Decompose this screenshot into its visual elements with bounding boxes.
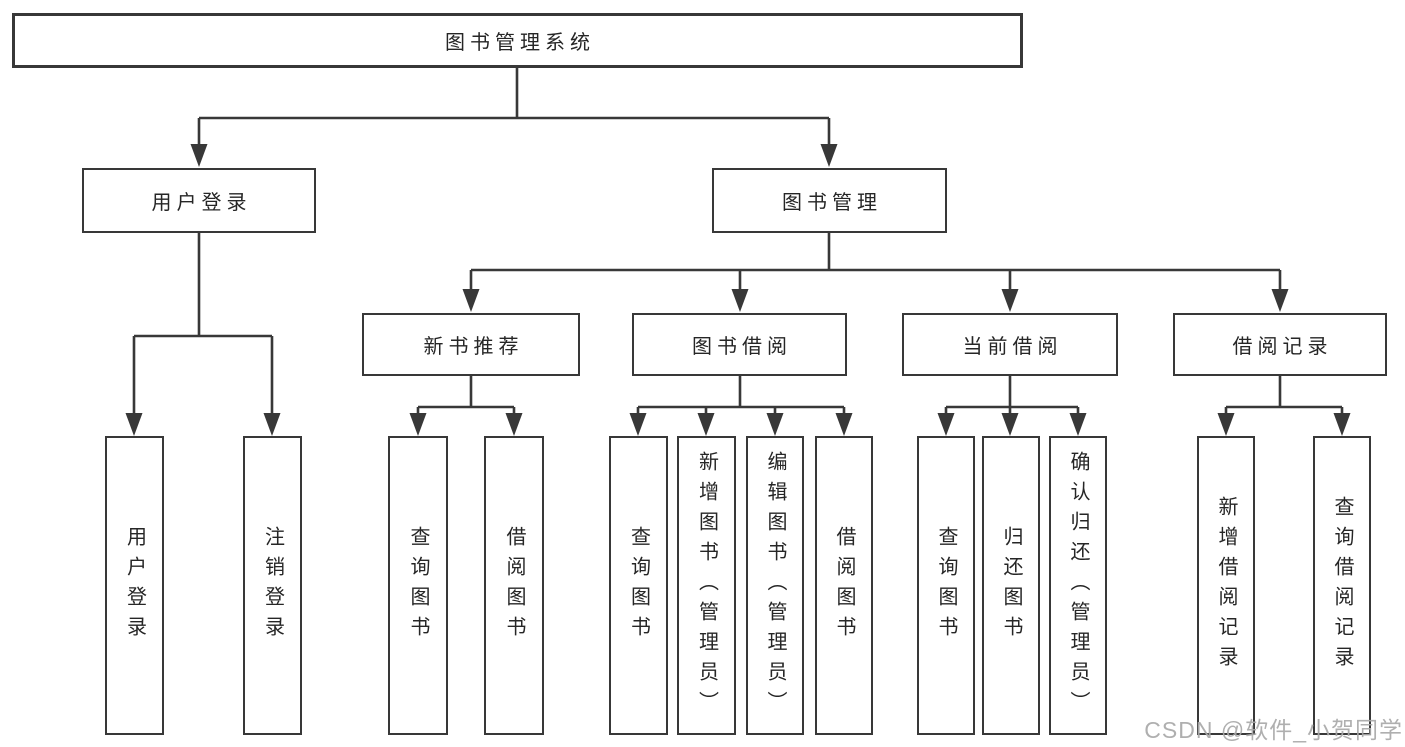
leaf-borrow-edit-book-admin: 编辑图书（管理员） [746, 436, 804, 735]
leaf-record-add: 新增借阅记录 [1197, 436, 1255, 735]
leaf-record-query: 查询借阅记录 [1313, 436, 1371, 735]
leaf-current-return-book: 归还图书 [982, 436, 1040, 735]
node-current-borrow: 当前借阅 [902, 313, 1118, 376]
node-book-management: 图书管理 [712, 168, 947, 233]
node-new-book-recommend: 新书推荐 [362, 313, 580, 376]
csdn-watermark: CSDN @软件_小贺同学 [1144, 717, 1403, 743]
leaf-newbook-query-book: 查询图书 [388, 436, 448, 735]
node-library-system: 图书管理系统 [12, 13, 1023, 68]
node-book-borrow: 图书借阅 [632, 313, 847, 376]
leaf-logout: 注销登录 [243, 436, 302, 735]
leaf-borrow-add-book-admin: 新增图书（管理员） [677, 436, 736, 735]
leaf-borrow-query-book: 查询图书 [609, 436, 668, 735]
leaf-newbook-borrow-book: 借阅图书 [484, 436, 544, 735]
leaf-current-query-book: 查询图书 [917, 436, 975, 735]
node-user-login: 用户登录 [82, 168, 316, 233]
leaf-borrow-borrow-book: 借阅图书 [815, 436, 873, 735]
leaf-current-confirm-return-admin: 确认归还（管理员） [1049, 436, 1107, 735]
leaf-user-login: 用户登录 [105, 436, 164, 735]
node-borrow-records: 借阅记录 [1173, 313, 1387, 376]
